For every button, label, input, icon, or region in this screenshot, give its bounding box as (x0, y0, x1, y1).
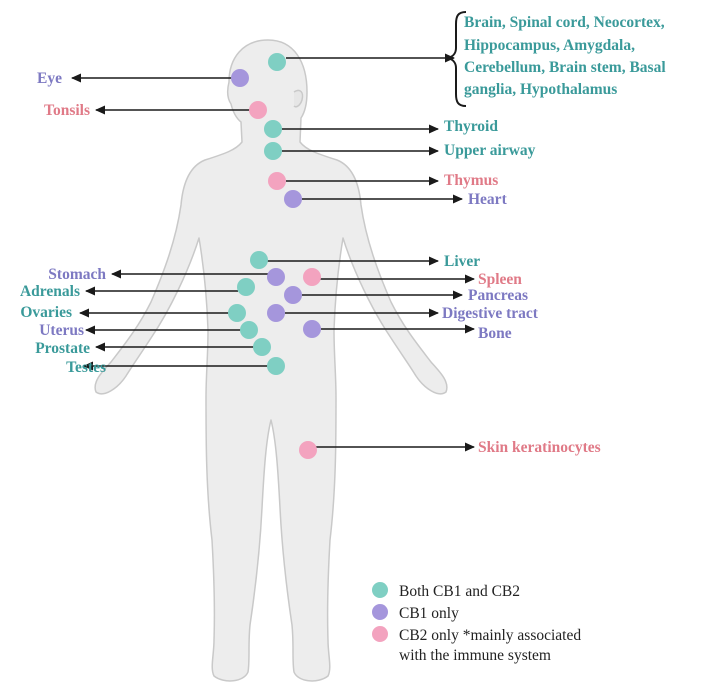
legend-label-cb2-line1: CB2 only *mainly associated (399, 627, 581, 644)
legend-label-cb2-line2: with the immune system (399, 647, 551, 664)
dot-testes (267, 357, 285, 375)
label-adrenals: Adrenals (20, 283, 80, 300)
dot-upper-airway (264, 142, 282, 160)
label-upper-airway: Upper airway (444, 142, 536, 159)
legend-dot-cb2 (372, 626, 388, 642)
brain-line-4: ganglia, Hypothalamus (464, 81, 617, 98)
label-tonsils: Tonsils (44, 102, 90, 119)
brain-line-3: Cerebellum, Brain stem, Basal (464, 59, 666, 76)
label-spleen: Spleen (478, 271, 522, 288)
dot-thyroid (264, 120, 282, 138)
dot-liver (250, 251, 268, 269)
label-ovaries: Ovaries (20, 304, 72, 321)
legend-dot-both (372, 582, 388, 598)
dot-adrenals (237, 278, 255, 296)
dot-uterus (240, 321, 258, 339)
dot-skin (299, 441, 317, 459)
legend: Both CB1 and CB2 CB1 only CB2 only *main… (372, 582, 581, 664)
label-prostate: Prostate (35, 340, 90, 357)
label-stomach: Stomach (48, 266, 106, 283)
dot-heart (284, 190, 302, 208)
dot-pancreas (284, 286, 302, 304)
label-eye: Eye (37, 70, 62, 87)
dot-prostate (253, 338, 271, 356)
legend-label-cb1: CB1 only (399, 605, 459, 622)
legend-label-both: Both CB1 and CB2 (399, 583, 520, 600)
brain-label-block: Brain, Spinal cord, Neocortex, Hippocamp… (464, 14, 666, 98)
label-thymus: Thymus (444, 172, 498, 189)
label-liver: Liver (444, 253, 480, 270)
dot-stomach (267, 268, 285, 286)
label-testes: Testes (66, 359, 106, 376)
dot-tonsils (249, 101, 267, 119)
label-skin: Skin keratinocytes (478, 439, 601, 456)
label-bone: Bone (478, 325, 512, 342)
label-thyroid: Thyroid (444, 118, 498, 135)
dot-brain (268, 53, 286, 71)
brain-line-2: Hippocampus, Amygdala, (464, 37, 635, 54)
label-uterus: Uterus (39, 322, 84, 339)
dot-spleen (303, 268, 321, 286)
dot-digestive-tract (267, 304, 285, 322)
dot-eye (231, 69, 249, 87)
brain-line-1: Brain, Spinal cord, Neocortex, (464, 14, 665, 31)
label-pancreas: Pancreas (468, 287, 528, 304)
dot-ovaries (228, 304, 246, 322)
dot-bone (303, 320, 321, 338)
label-heart: Heart (468, 191, 508, 208)
dot-thymus (268, 172, 286, 190)
label-digestive-tract: Digestive tract (442, 305, 539, 322)
legend-dot-cb1 (372, 604, 388, 620)
